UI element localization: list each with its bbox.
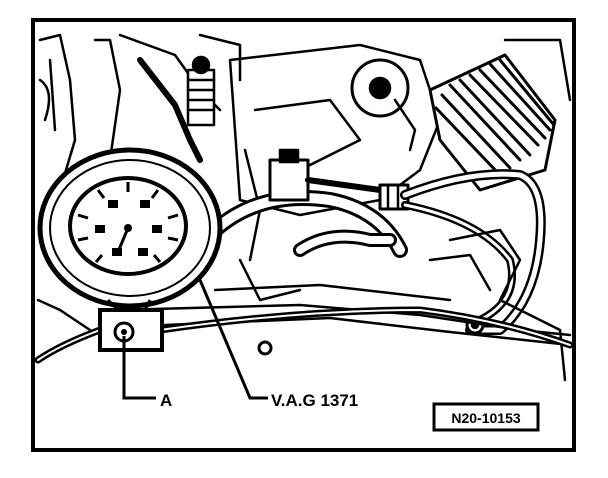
callout-a: A (160, 391, 172, 410)
engine-bay-artwork (34, 33, 574, 382)
callout-tester: V.A.G 1371 (271, 391, 358, 410)
figure-id: N20-10153 (451, 410, 520, 426)
leader-line-tester (198, 279, 268, 400)
leader-line-a (122, 336, 156, 400)
pressure-gauge (37, 147, 223, 309)
adapter-a (98, 298, 164, 352)
figure-id-box (432, 402, 540, 432)
